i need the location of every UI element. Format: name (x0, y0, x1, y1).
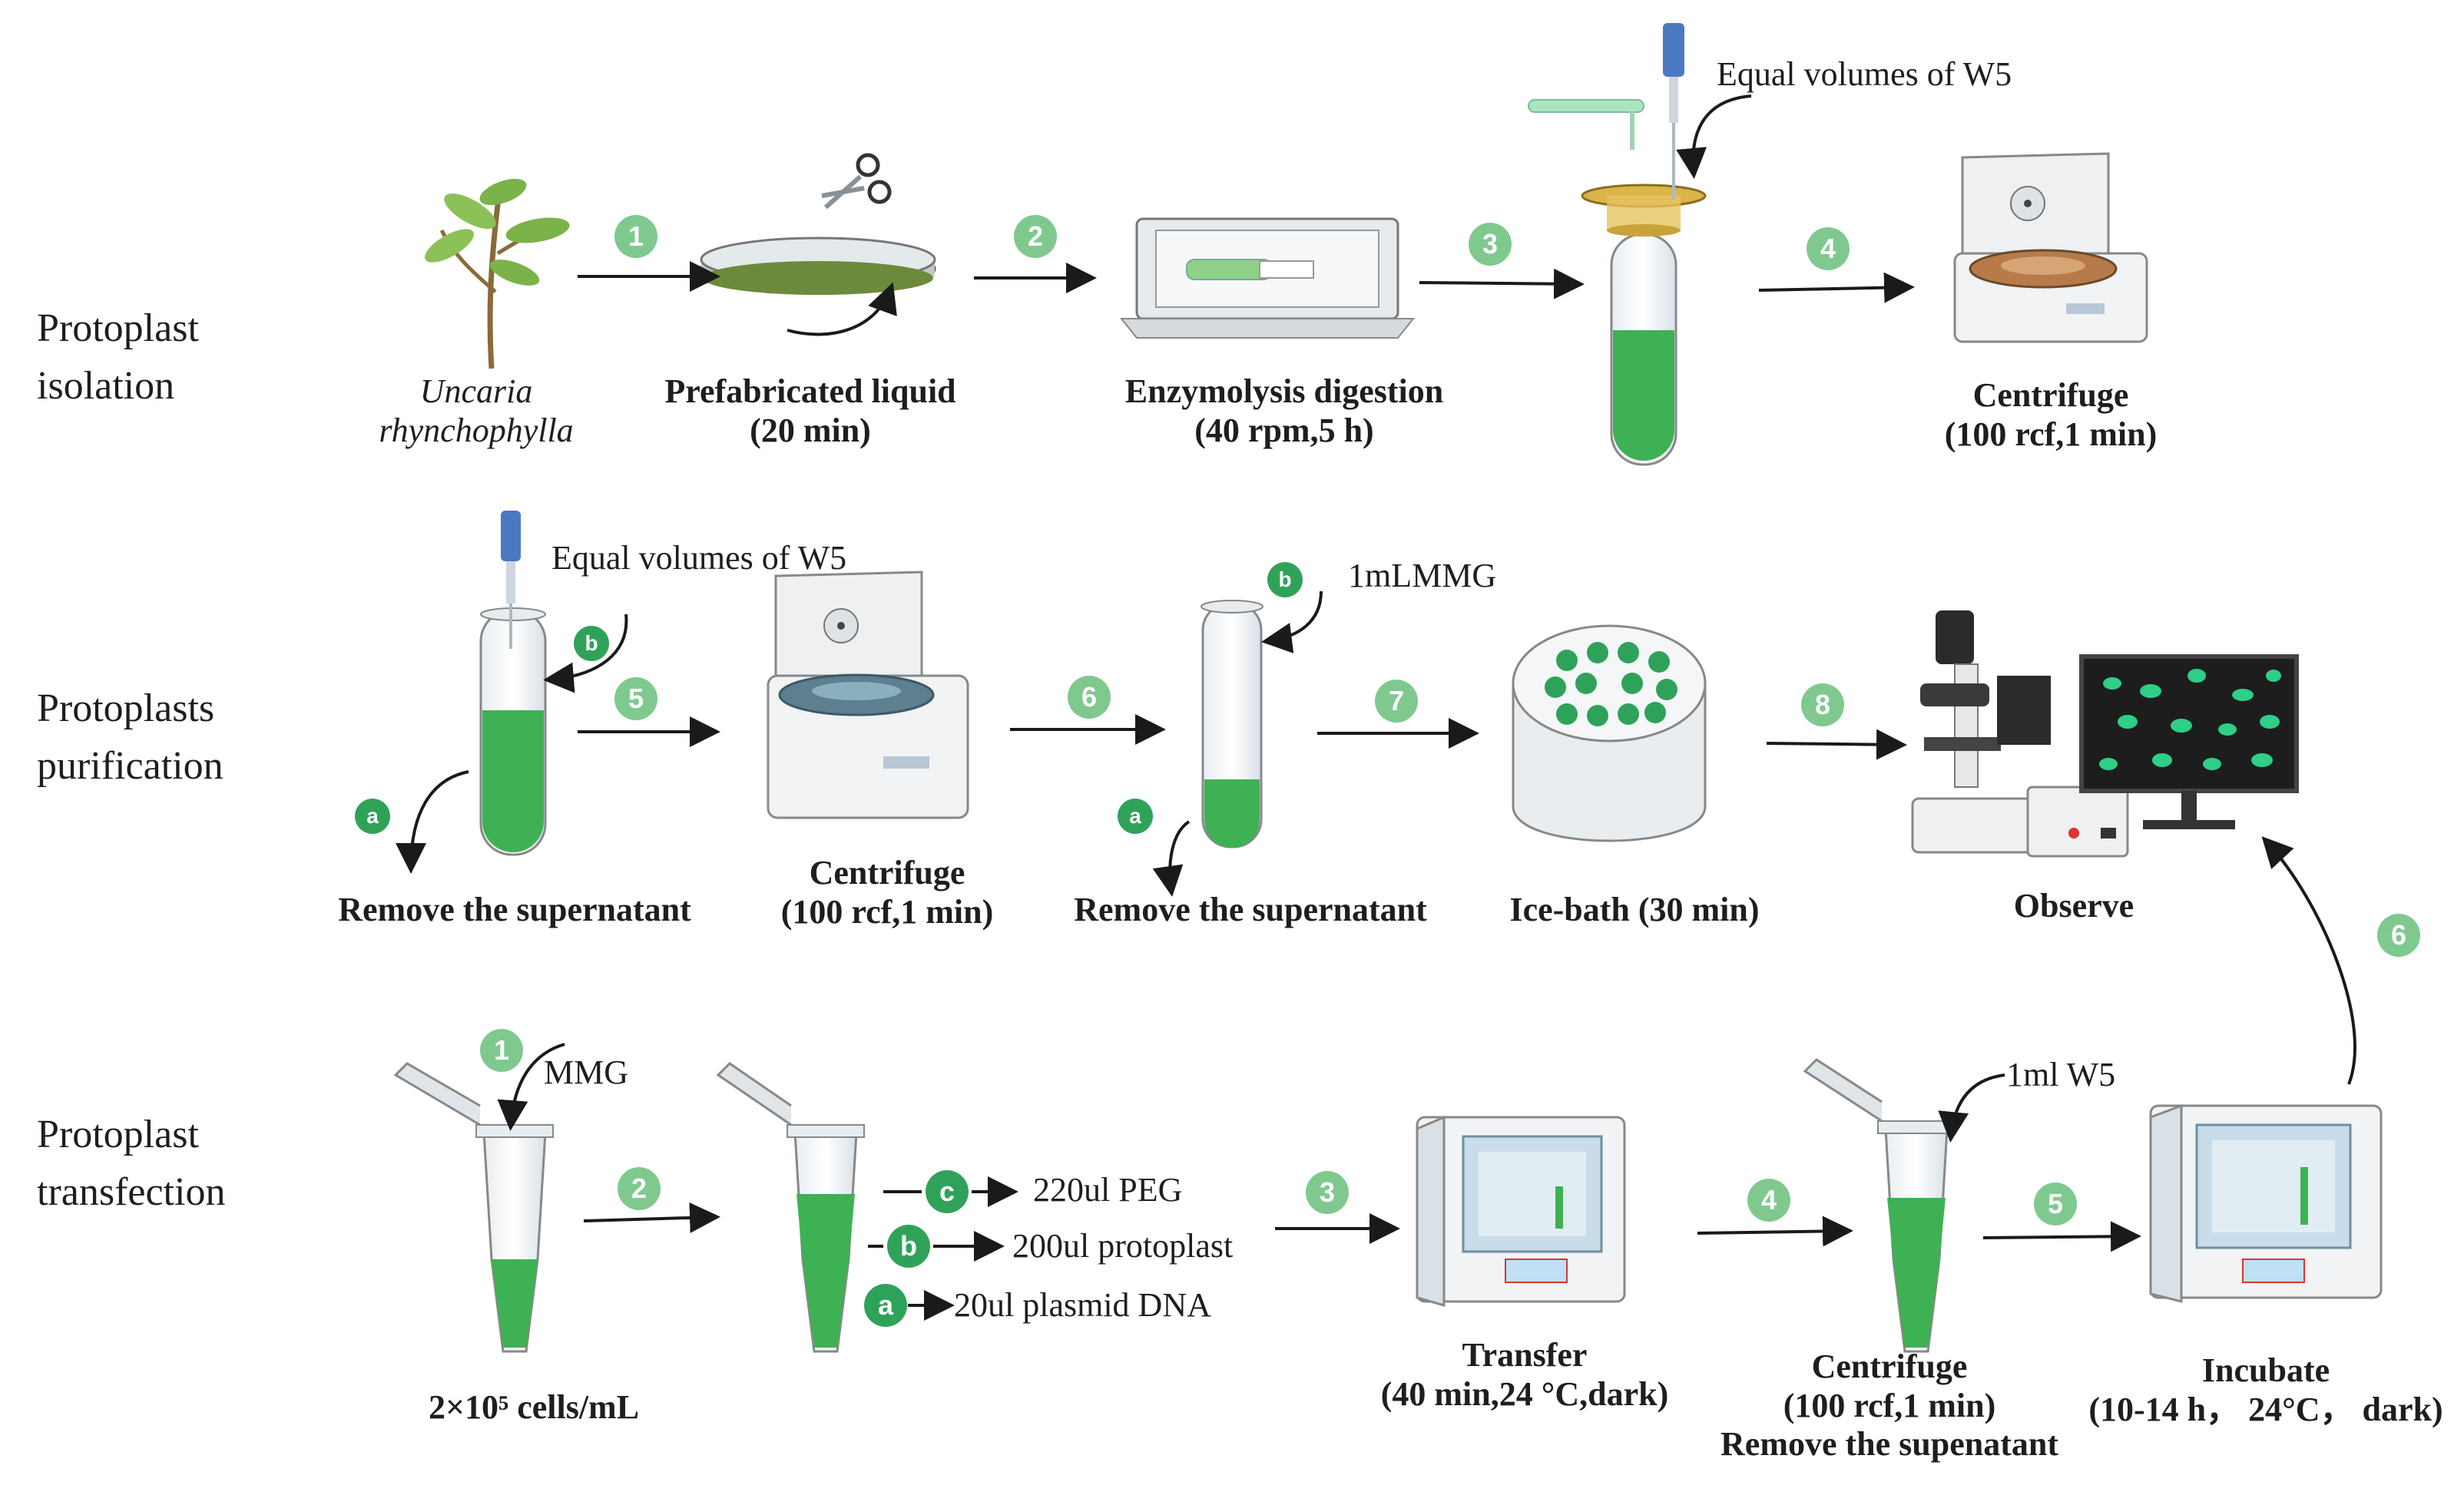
row-label-isolation: Protoplast isolation (37, 299, 199, 415)
caption-line: Centrifuge (1972, 376, 2129, 414)
plant-icon (425, 178, 570, 369)
step-badge-6: 6 (2377, 914, 2420, 957)
step-badge-2: 2 (1014, 215, 1057, 258)
eppendorf-tube-3-icon (1803, 1058, 1956, 1353)
microscope-icon (1911, 610, 2051, 854)
caption-centrifuge-3: Centrifuge (100 rcf,1 min) Remove the su… (1720, 1348, 2058, 1464)
incubator-2-icon (2149, 1103, 2383, 1303)
eppendorf-tube-2-icon (716, 1062, 865, 1353)
caption-line: Ice-bath (30 min) (1509, 891, 1760, 928)
caption-line: 2×10⁵ cells/mL (428, 1388, 640, 1426)
caption-line: Incubate (2201, 1351, 2330, 1389)
incubator-1-icon (1416, 1115, 1626, 1307)
sub-badge-a: a (864, 1284, 907, 1327)
step-badge-8: 8 (1801, 683, 1844, 726)
note-mmg-purification: 1mLMMG (1348, 557, 1497, 594)
label-protoplast: 200ul protoplast (1012, 1227, 1234, 1265)
row-label-line: transfection (37, 1170, 226, 1215)
row-label-line: isolation (37, 364, 175, 408)
pipette-icon (501, 511, 521, 649)
label-peg: 220ul PEG (1033, 1171, 1183, 1209)
filter-tube-icon (1581, 184, 1707, 466)
tube-purify-2-icon (1201, 600, 1263, 848)
tube-purify-1-icon (479, 607, 547, 856)
eppendorf-tube-1-icon (393, 1062, 554, 1353)
caption-line: Observe (2013, 887, 2134, 925)
caption-prefabricated-liquid: Prefabricated liquid (20 min) (664, 372, 955, 450)
caption-line: Uncaria (419, 372, 533, 410)
note-w5-isolation: Equal volumes of W5 (1717, 55, 2012, 93)
caption-line: Remove the supernatant (338, 891, 691, 928)
caption-line: Transfer (1462, 1336, 1588, 1374)
caption-remove-supernatant-2: Remove the supernatant (1074, 891, 1427, 930)
step-badge-2: 2 (618, 1167, 661, 1210)
step-badge-4: 4 (1807, 227, 1850, 270)
caption-line: (40 min,24 °C,dark) (1380, 1374, 1669, 1413)
label-plasmid-dna: 20ul plasmid DNA (954, 1286, 1211, 1324)
caption-plant: Uncaria rhynchophylla (379, 372, 573, 450)
shaker-incubator-icon (1119, 217, 1416, 339)
caption-line: (100 rcf,1 min) (1944, 415, 2158, 453)
centrifuge-icon (767, 571, 969, 819)
caption-centrifuge-2: Centrifuge (100 rcf,1 min) (781, 854, 994, 931)
sub-badge-b: b (887, 1225, 930, 1268)
caption-line: (10-14 h， 24°C， dark) (2088, 1390, 2443, 1428)
step-badge-3: 3 (1306, 1171, 1349, 1214)
sub-badge-b: b (574, 626, 609, 661)
controller-box-icon (2026, 786, 2129, 858)
caption-line: Remove the supernatant (1074, 891, 1427, 928)
caption-observe: Observe (2014, 887, 2134, 926)
caption-transfer: Transfer (40 min,24 °C,dark) (1381, 1336, 1669, 1414)
note-mmg-transfection: MMG (544, 1054, 629, 1091)
sub-badge-a: a (1118, 799, 1153, 834)
caption-line: (20 min) (750, 411, 871, 449)
note-w5-transfection: 1ml W5 (2006, 1056, 2116, 1093)
caption-incubate: Incubate (10-14 h， 24°C， dark) (2088, 1351, 2442, 1429)
caption-line: rhynchophylla (379, 411, 574, 449)
row-label-line: Protoplast (37, 306, 199, 350)
step-badge-1: 1 (480, 1029, 523, 1072)
note-w5-purification: Equal volumes of W5 (551, 539, 847, 577)
centrifuge-icon (1953, 152, 2148, 343)
caption-remove-supernatant-1: Remove the supernatant (338, 891, 691, 930)
step-badge-7: 7 (1375, 680, 1418, 723)
row-label-transfection: Protoplast transfection (37, 1106, 225, 1222)
step-badge-4: 4 (1747, 1179, 1790, 1222)
caption-line: (100 rcf,1 min) (780, 892, 994, 931)
ice-bath-icon (1512, 624, 1707, 842)
step-badge-5: 5 (2034, 1182, 2077, 1226)
caption-line: (40 rpm,5 h) (1194, 411, 1374, 449)
caption-line: Prefabricated liquid (664, 372, 956, 410)
pipette-icon (1663, 23, 1684, 200)
petri-dish-icon (700, 237, 936, 295)
scissors-icon (821, 153, 892, 210)
step-badge-5: 5 (614, 677, 657, 720)
caption-cell-density: 2×10⁵ cells/mL (429, 1388, 639, 1427)
caption-centrifuge-1: Centrifuge (100 rcf,1 min) (1945, 376, 2158, 454)
caption-ice-bath: Ice-bath (30 min) (1509, 891, 1759, 930)
row-label-line: purification (37, 744, 224, 789)
caption-line: Remove the supenatant (1720, 1425, 2058, 1464)
caption-line: Centrifuge (809, 854, 965, 891)
row-label-purification: Protoplasts purification (37, 680, 224, 796)
green-rod-icon (1528, 99, 1644, 150)
sub-badge-a: a (355, 799, 390, 834)
row-label-line: Protoplasts (37, 686, 215, 730)
step-badge-1: 1 (614, 215, 657, 258)
sub-badge-c: c (926, 1170, 969, 1213)
caption-line: (100 rcf,1 min) (1783, 1386, 1996, 1424)
step-badge-6: 6 (1068, 676, 1111, 719)
caption-line: Centrifuge (1811, 1348, 1968, 1385)
sub-badge-b: b (1267, 562, 1303, 597)
step-badge-3: 3 (1469, 223, 1512, 266)
row-label-line: Protoplast (37, 1113, 199, 1156)
caption-enzymolysis: Enzymolysis digestion (40 rpm,5 h) (1125, 372, 1443, 450)
caption-line: Enzymolysis digestion (1124, 372, 1444, 410)
monitor-icon (2079, 654, 2299, 829)
